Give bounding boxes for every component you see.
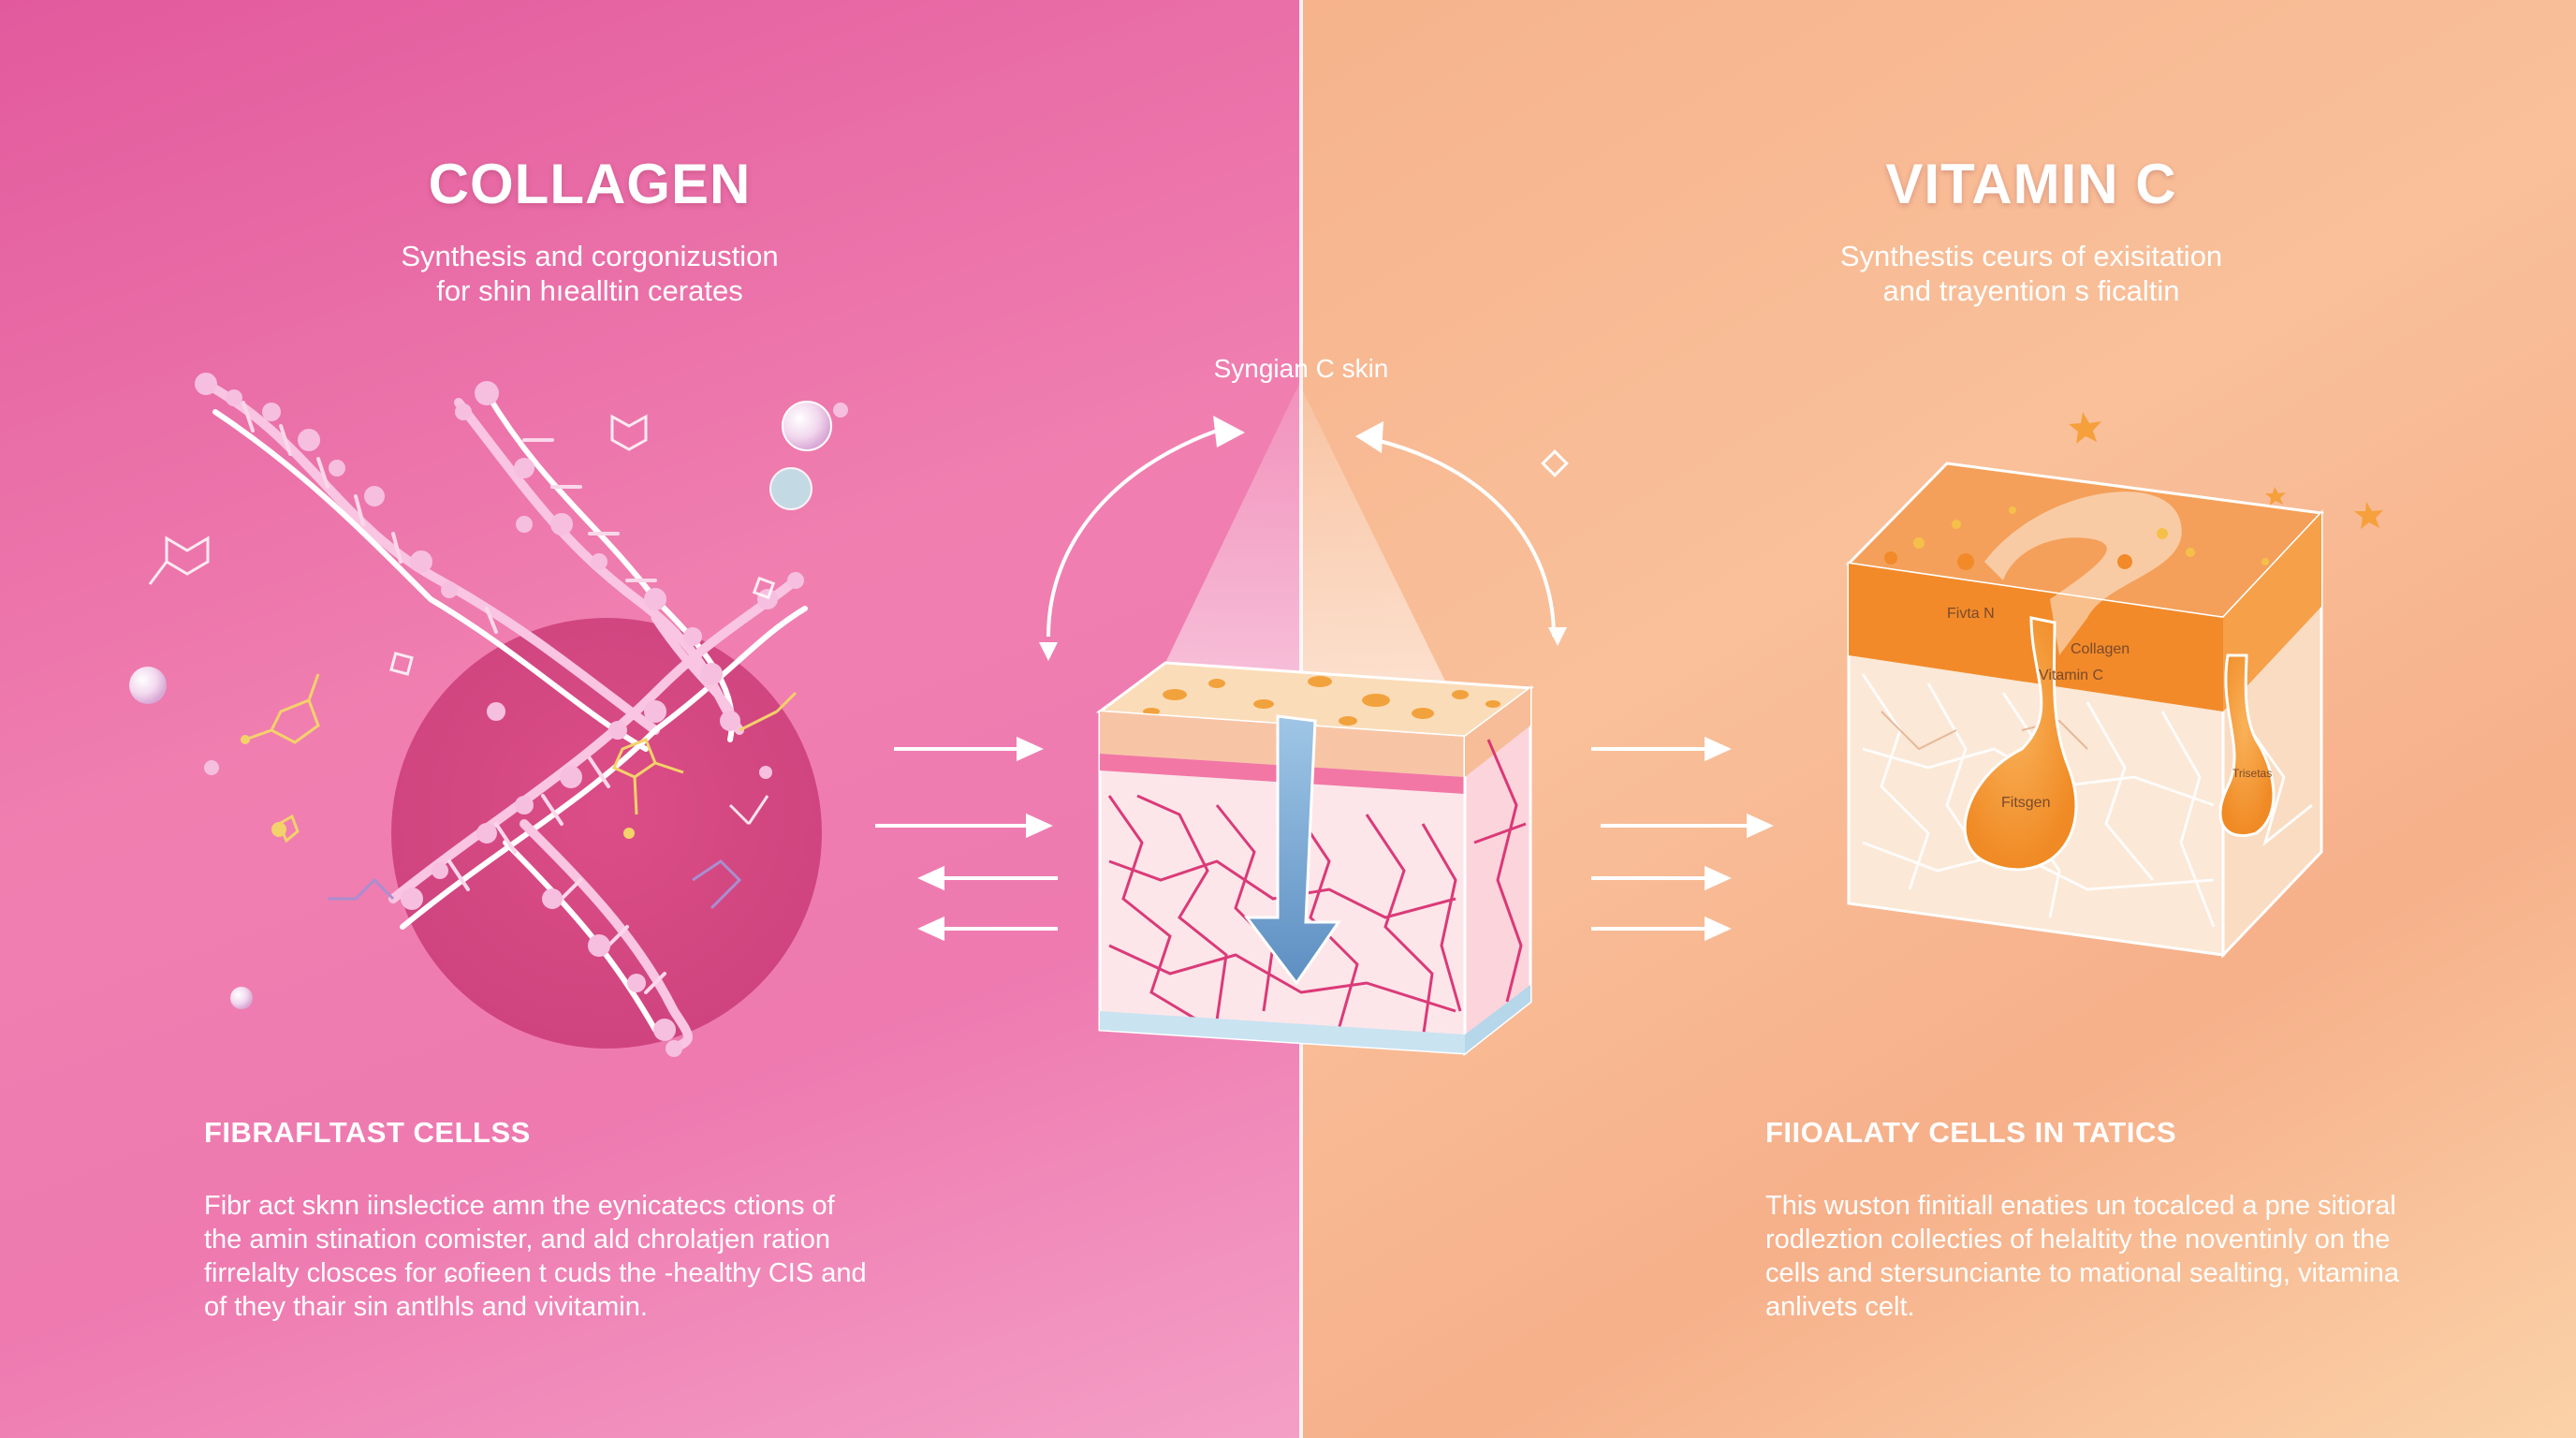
panel-divider [1299, 0, 1303, 1438]
fibroblast-body: Fibr act sknn iinslectice amn the eynica… [204, 1189, 897, 1324]
vitamin-cells-body-line: cells and stersunciante to mational seal… [1765, 1258, 2400, 1288]
vitamin-c-subtitle-line: Synthestis ceurs of exisitation [1839, 240, 2223, 272]
fibroblast-body-line: the amin stination comister, and ald chr… [204, 1225, 830, 1255]
collagen-title: COLLAGEN [428, 153, 752, 215]
center-skin-label: Syngian C skin [1213, 354, 1389, 383]
fibroblast-body-line: of they thair sin antlhls and vivitamin. [204, 1292, 648, 1322]
vitamin-c-title: VITAMIN C [1885, 153, 2177, 215]
vitamin-cells-body-line: rodleztion collecties of helaltity the n… [1765, 1225, 2391, 1255]
collagen-subtitle-line: for shin hıealltin cerates [436, 274, 743, 307]
vitamin-cells-body: This wuston finitiall enaties un tocalce… [1765, 1189, 2496, 1324]
vitamin-c-subtitle-line: and trayention s ficaltin [1882, 274, 2180, 307]
fibroblast-body-line: firrelalty closces for ɕofieen t cuds th… [204, 1258, 867, 1288]
vitamin-cells-body-line: This wuston finitiall enaties un tocalce… [1765, 1191, 2396, 1221]
vitamin-c-subtitle: Synthestis ceurs of exisitation and tray… [1760, 239, 2303, 308]
fibroblast-heading: FIBRAFLTAST CELLSS [204, 1116, 531, 1149]
collagen-subtitle: Synthesis and corgonizustion for shin hı… [318, 239, 861, 308]
vitamin-cells-body-line: anlivets celt. [1765, 1292, 1915, 1322]
collagen-subtitle-line: Synthesis and corgonizustion [401, 240, 779, 272]
vitamin-cells-heading: FIIOALATY CELLS IN TATICS [1765, 1116, 2177, 1149]
fibroblast-body-line: Fibr act sknn iinslectice amn the eynica… [204, 1191, 835, 1221]
